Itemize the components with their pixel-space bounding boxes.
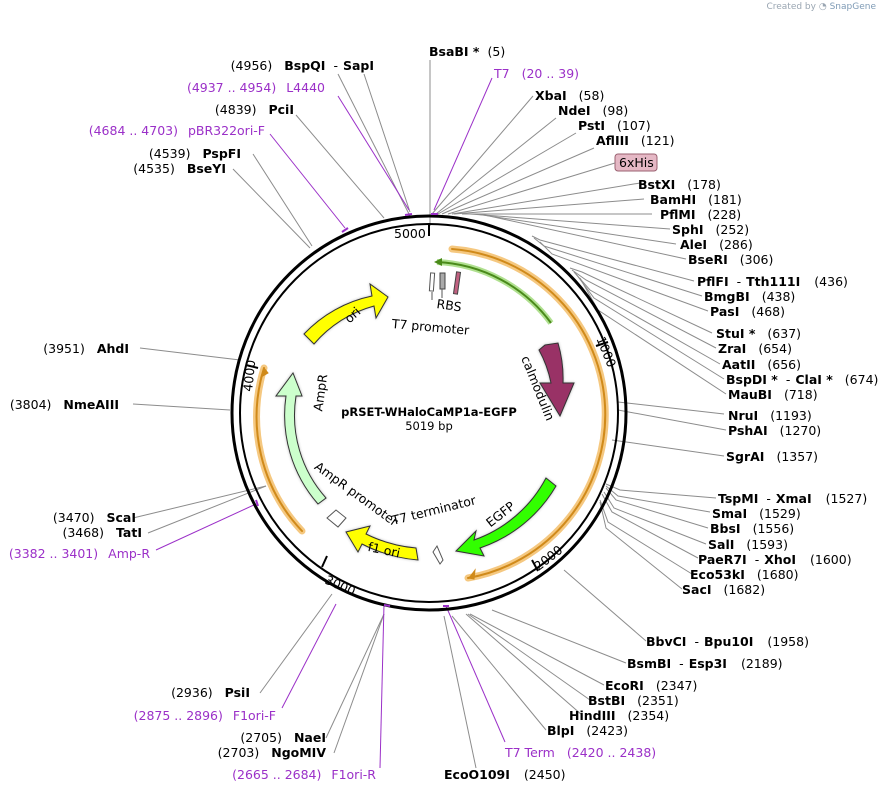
ampr-promoter-arrow[interactable] bbox=[326, 509, 347, 528]
ori-arrow[interactable] bbox=[303, 282, 389, 345]
his-tag-label: 6xHis bbox=[619, 155, 654, 170]
enzyme-bseri: BseRI(306) bbox=[688, 252, 773, 267]
leader-lines bbox=[132, 60, 727, 769]
enzyme-sphi: SphI(252) bbox=[672, 222, 749, 237]
enzyme-nmeaiii: (3804)NmeAIII bbox=[10, 397, 119, 412]
snapgene-logo-icon: ◔ bbox=[818, 2, 827, 12]
enzyme-afliii: AflIII(121) bbox=[596, 133, 675, 148]
enzyme-nrui: NruI(1193) bbox=[728, 408, 812, 423]
primer-t7-term: T7 Term(2420 .. 2438) bbox=[504, 745, 656, 760]
enzyme-maubi: MauBI(718) bbox=[728, 387, 818, 402]
primer-l4440: (4937 .. 4954)L4440 bbox=[187, 80, 325, 95]
primer-ticks bbox=[255, 213, 449, 607]
enzyme-bsabi: BsaBI *(5) bbox=[429, 44, 505, 59]
enzyme-psii: (2936)PsiI bbox=[171, 685, 250, 700]
enzyme-zrai: ZraI(654) bbox=[718, 341, 792, 356]
enzyme-aatii: AatII(656) bbox=[722, 357, 801, 372]
enzyme-pshai: PshAI(1270) bbox=[728, 423, 821, 438]
backbone-outer bbox=[230, 214, 628, 612]
tick-label-4000: 4000 bbox=[240, 359, 258, 392]
enzyme-psti: PstI(107) bbox=[578, 118, 651, 133]
feature-t7-terminator-label: T7 terminator bbox=[389, 492, 478, 528]
enzyme-pasi: PasI(468) bbox=[710, 304, 785, 319]
enzyme-bmgbi: BmgBI(438) bbox=[704, 289, 795, 304]
primer-f1ori-f: (2875 .. 2896)F1ori-F bbox=[134, 708, 276, 723]
enzyme-bseyi: (4535)BseYI bbox=[133, 161, 226, 176]
primer-pbr322ori-f: (4684 .. 4703)pBR322ori-F bbox=[89, 123, 265, 138]
primer-leaders bbox=[155, 77, 506, 769]
f1-ori-arrow[interactable] bbox=[345, 525, 419, 561]
ampr-arrow[interactable] bbox=[275, 371, 327, 505]
enzyme-pflmi: PflMI(228) bbox=[660, 207, 741, 222]
enzyme-bamhi: BamHI(181) bbox=[650, 192, 742, 207]
t7-terminator-marker bbox=[432, 544, 444, 565]
enzyme-labels-left[interactable]: (2705)NaeI (2703)NgoMIV (2936)PsiI (3470… bbox=[10, 58, 374, 760]
enzyme-naei: (2705)NaeI bbox=[240, 730, 326, 745]
enzyme-pcii: (4839)PciI bbox=[215, 102, 294, 117]
enzyme-stui: StuI *(637) bbox=[716, 326, 801, 341]
enzyme-ndei: NdeI(98) bbox=[558, 103, 628, 118]
enzyme-bsmbi-esp3i: BsmBI-Esp3I(2189) bbox=[627, 656, 783, 671]
enzyme-alei: AleI(286) bbox=[680, 237, 753, 252]
enzyme-eco53ki: Eco53kI(1680) bbox=[690, 567, 798, 582]
feature-f1ori-label: f1 ori bbox=[367, 539, 402, 560]
snapgene-credit: Created by ◔ SnapGene bbox=[766, 2, 876, 12]
enzyme-labels-right[interactable]: BsaBI *(5) XbaI(58) NdeI(98) PstI(107) A… bbox=[429, 44, 878, 782]
plasmid-name: pRSET-WHaloCaMP1a-EGFP bbox=[341, 405, 517, 419]
enzyme-ngomiv: (2703)NgoMIV bbox=[218, 745, 327, 760]
enzyme-saci: SacI(1682) bbox=[682, 582, 765, 597]
orf-track-green-line bbox=[436, 261, 552, 324]
enzyme-pflfi-tth111i: PflFI-Tth111I(436) bbox=[697, 274, 848, 289]
small-feature-markers bbox=[428, 271, 462, 300]
enzyme-blpi: BlpI(2423) bbox=[547, 723, 628, 738]
enzyme-ecoo109i: EcoO109I(2450) bbox=[444, 767, 565, 782]
enzyme-xbai: XbaI(58) bbox=[535, 88, 604, 103]
enzyme-bbsi: BbsI(1556) bbox=[710, 521, 794, 536]
enzyme-bbvci-bpu10i: BbvCI-Bpu10I(1958) bbox=[646, 634, 809, 649]
feature-ampr-label: AmpR bbox=[310, 373, 330, 412]
enzyme-smai: SmaI(1529) bbox=[712, 506, 801, 521]
primer-labels[interactable]: T7(20 .. 39) (4937 .. 4954)L4440 (4684 .… bbox=[9, 66, 656, 782]
primer-t7: T7(20 .. 39) bbox=[493, 66, 579, 81]
tick-label-5000: 5000 bbox=[394, 226, 426, 241]
primer-f1ori-r: (2665 .. 2684)F1ori-R bbox=[232, 767, 376, 782]
orf-tracks bbox=[253, 245, 609, 582]
enzyme-bstbi: BstBI(2351) bbox=[588, 693, 679, 708]
enzyme-scai: (3470)ScaI bbox=[53, 510, 136, 525]
calmodulin-arrow[interactable] bbox=[538, 342, 575, 418]
enzyme-bstxi: BstXI(178) bbox=[638, 177, 721, 192]
enzyme-bspqi-sapi: (4956)BspQI-SapI bbox=[231, 58, 374, 73]
enzyme-sali: SalI(1593) bbox=[708, 537, 788, 552]
green-arrow-head bbox=[434, 258, 442, 266]
feature-t7-promoter-label: T7 promoter bbox=[390, 316, 470, 338]
primer-amp-r: (3382 .. 3401)Amp-R bbox=[9, 546, 150, 561]
plasmid-size: 5019 bp bbox=[405, 419, 453, 433]
ticks bbox=[245, 224, 609, 572]
feature-ampr-promoter-label: AmpR promoter bbox=[312, 459, 402, 530]
enzyme-hindiii: HindIII(2354) bbox=[569, 708, 669, 723]
his-leader bbox=[447, 162, 616, 215]
enzyme-pspfi: (4539)PspFI bbox=[149, 146, 241, 161]
enzyme-ahdi: (3951)AhdI bbox=[43, 341, 129, 356]
enzyme-paer7i-xhoi: PaeR7I-XhoI(1600) bbox=[698, 552, 852, 567]
feature-rbs-label: RBS bbox=[436, 296, 463, 314]
enzyme-ecori: EcoRI(2347) bbox=[605, 678, 697, 693]
his-tag-box[interactable] bbox=[614, 153, 658, 172]
enzyme-tspmi-xmai: TspMI-XmaI(1527) bbox=[718, 491, 867, 506]
egfp-arrow[interactable] bbox=[454, 477, 557, 557]
enzyme-tati: (3468)TatI bbox=[62, 525, 142, 540]
enzyme-bspdi-clai: BspDI *-ClaI *(674) bbox=[726, 372, 878, 387]
enzyme-sgrai: SgrAI(1357) bbox=[726, 449, 818, 464]
tick-label-3000: 3000 bbox=[323, 572, 358, 599]
